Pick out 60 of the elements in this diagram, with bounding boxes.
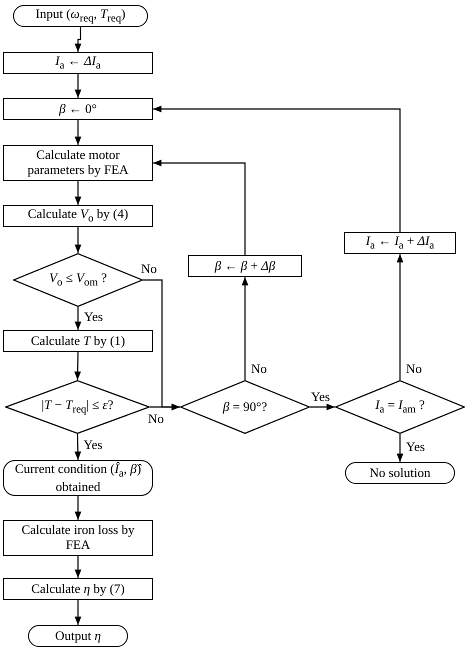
process-label: Calculate motor parameters by FEA (26, 148, 130, 178)
process-label: I$_{a}$ ← ΔI$_{a}$ (54, 54, 102, 72)
arrow (74, 27, 82, 52)
edge-label: No (250, 362, 268, 375)
arrow (74, 120, 82, 145)
arrow (310, 404, 335, 410)
edge-label: Yes (82, 438, 104, 451)
edge-label: Yes (83, 310, 104, 323)
decision-label: I$_{a}$ = I$_{am}$ ? (374, 398, 426, 416)
process-box (3, 330, 153, 352)
process-box (3, 52, 153, 74)
arrow (74, 227, 82, 253)
edge-label: Yes (310, 390, 331, 403)
arrow (74, 74, 82, 98)
process-label: Calculate η by (7) (30, 582, 126, 596)
arrow (74, 434, 82, 460)
terminal-box (13, 5, 148, 27)
process-box (3, 520, 153, 556)
arrow (74, 181, 82, 205)
decision-label: β = 90°? (222, 400, 268, 414)
decision-diamond (13, 253, 143, 307)
process-box (3, 145, 153, 181)
terminal-box (28, 625, 128, 647)
decision-diamond (5, 380, 150, 434)
process-box (3, 98, 153, 120)
arrow (153, 106, 401, 232)
edge-label: No (147, 412, 165, 425)
process-label: I$_{a}$ ← I$_{a}$ + ΔI$_{a}$ (364, 234, 436, 252)
terminal-box (345, 462, 455, 484)
arrow (150, 404, 180, 410)
edge-label: No (140, 262, 158, 275)
process-box (3, 578, 153, 600)
edge-label: No (405, 362, 423, 375)
process-label: β ← 0° (58, 102, 98, 116)
arrow (396, 254, 404, 380)
process-label: β ← β + Δβ (214, 258, 276, 274)
terminal-box (3, 460, 153, 496)
decision-label: V$_{o}$ ≤ V$_{om}$ ? (48, 270, 108, 290)
decision-diamond (180, 380, 310, 434)
terminal-label: No solution (368, 466, 432, 480)
terminal-label: Input (ω$_{req}$, T$_{req}$) (34, 6, 126, 26)
decision-diamond (335, 380, 465, 434)
arrow (153, 160, 246, 255)
arrow (74, 496, 82, 520)
arrow (396, 434, 404, 462)
arrow (74, 307, 82, 330)
terminal-label: Output η (54, 628, 102, 644)
process-box (344, 232, 456, 254)
arrow (242, 277, 248, 380)
arrow (74, 352, 81, 380)
decision-label: |T − T$_{req}$| ≤ ε? (40, 398, 114, 416)
terminal-label: Current condition (Î$_{a}$, β̂) obtained (14, 462, 142, 494)
arrow (74, 600, 82, 625)
arrow (74, 556, 82, 578)
process-label: Calculate T by (1) (30, 334, 126, 348)
process-box (188, 255, 302, 277)
process-label: Calculate iron loss by FEA (20, 523, 136, 553)
edge-label: Yes (405, 440, 426, 453)
process-box (3, 205, 153, 227)
process-label: Calculate V$_{o}$ by (4) (26, 206, 130, 226)
